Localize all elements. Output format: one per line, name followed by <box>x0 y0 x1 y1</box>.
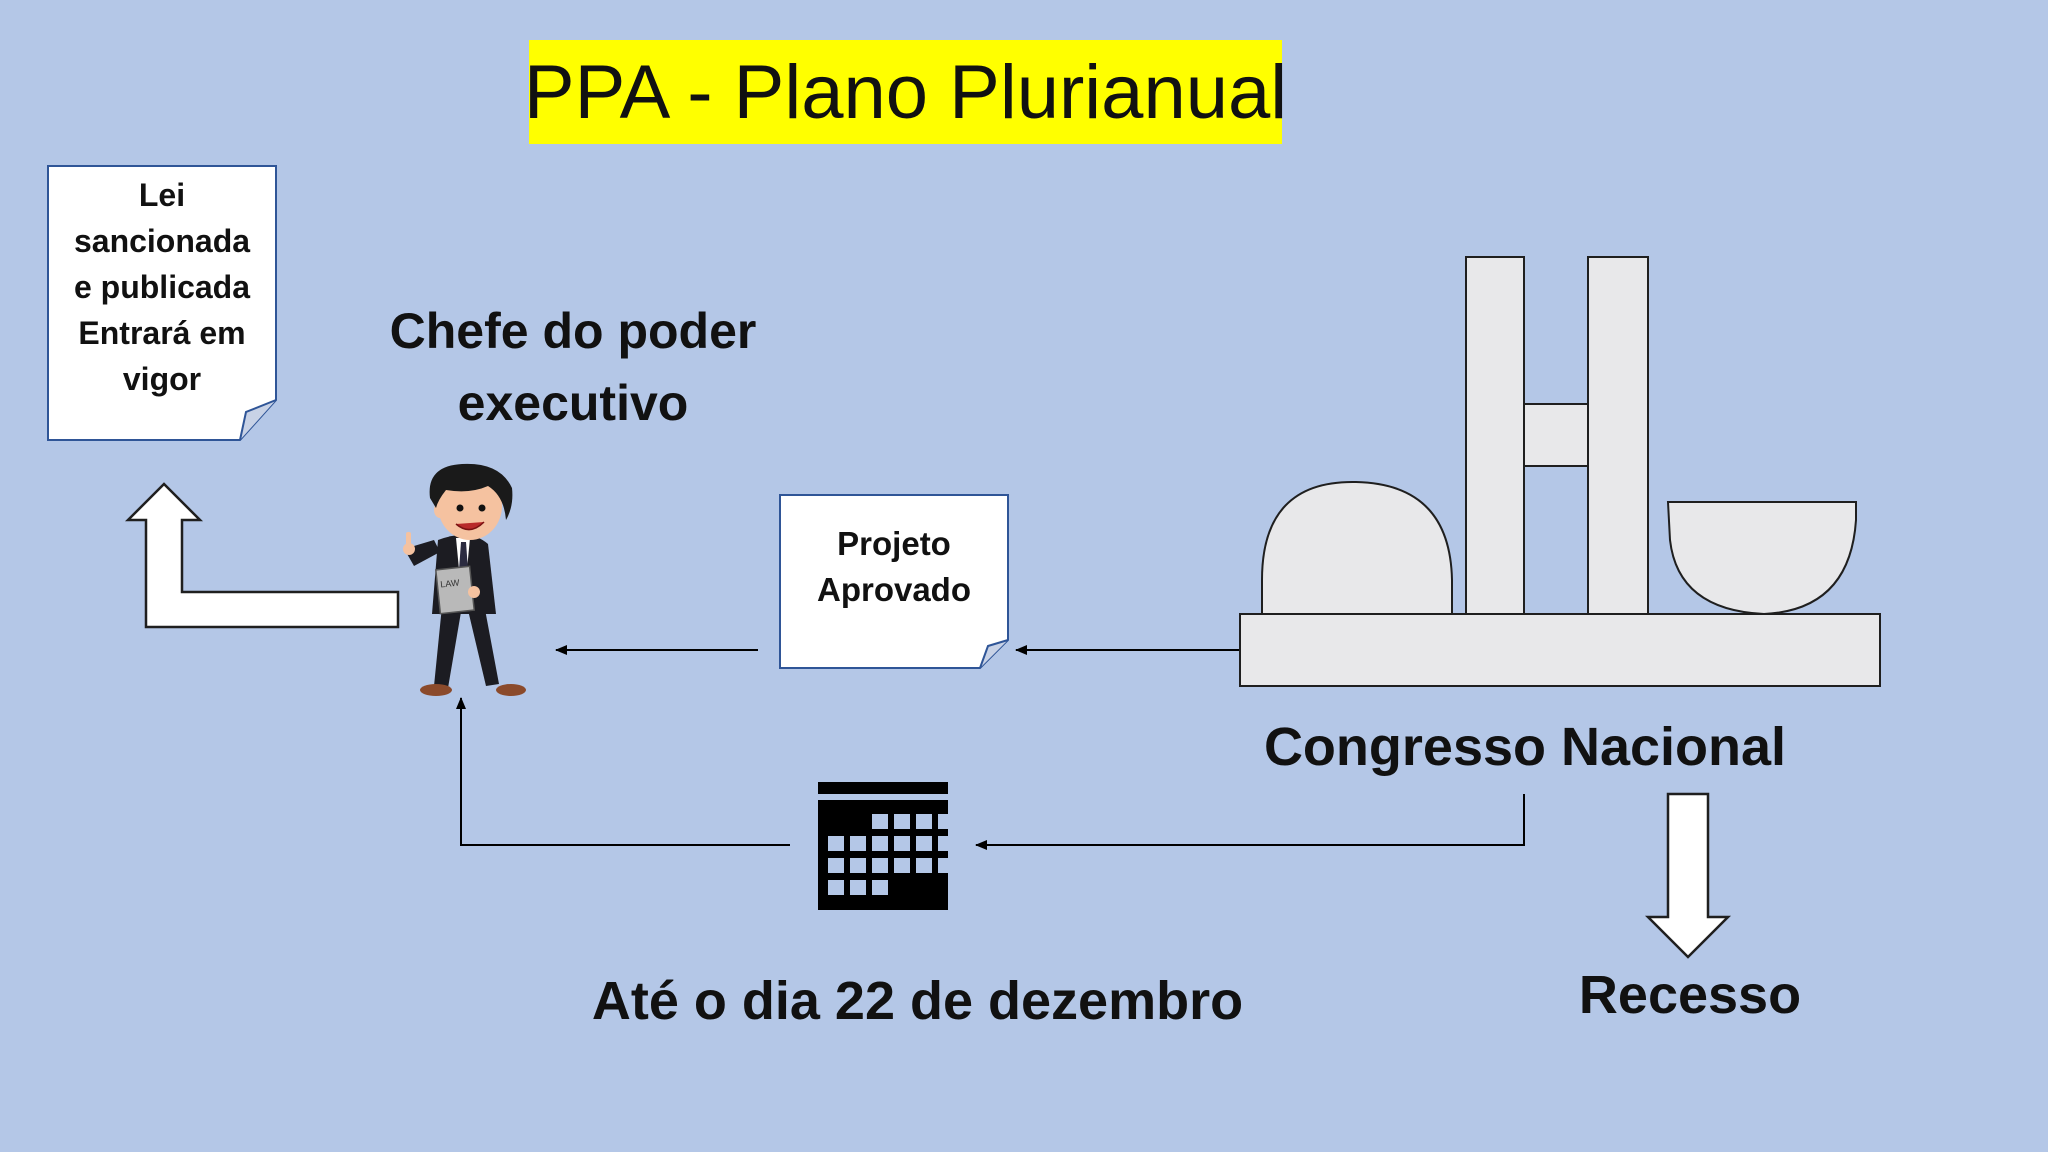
businessman-icon: LAW <box>403 463 526 696</box>
lei-line: e publicada <box>73 269 251 305</box>
calendar-day-cell <box>938 814 954 829</box>
up-turn-arrow-icon <box>124 482 400 629</box>
projeto-line2: Aprovado <box>816 571 971 608</box>
projeto-document-shape <box>779 494 1009 669</box>
congress-to-calendar-connector <box>975 794 1525 850</box>
lei-line: vigor <box>122 361 202 397</box>
calendar-day-cell <box>872 858 888 873</box>
calendar-day-cell <box>916 858 932 873</box>
page-title: PPA - Plano Plurianual <box>524 40 1287 144</box>
congress-label: Congresso Nacional <box>1263 717 1787 777</box>
calendar-day-cell <box>916 836 932 851</box>
lei-line: Lei <box>138 177 186 213</box>
calendar-day-cell <box>938 858 954 873</box>
projeto-line1: Projeto <box>837 525 951 562</box>
executive-label: Chefe do poder executivo <box>330 295 816 439</box>
lei-line: sancionada <box>73 223 251 259</box>
congress-building-icon <box>1239 256 1881 687</box>
calendar-icon <box>818 782 954 910</box>
calendar-day-cell <box>828 836 844 851</box>
recess-label: Recesso <box>1578 965 1802 1025</box>
calendar-day-cell <box>916 814 932 829</box>
lei-line: Entrará em <box>78 315 246 351</box>
down-arrow-icon <box>1644 792 1732 959</box>
book-label: LAW <box>440 577 461 589</box>
calendar-day-cell <box>938 836 954 851</box>
executive-label-line2: executivo <box>457 375 689 431</box>
calendar-day-cell <box>828 858 844 873</box>
calendar-day-cell <box>828 880 844 895</box>
calendar-day-cell <box>850 858 866 873</box>
calendar-to-executive-connector <box>456 697 790 846</box>
calendar-day-cell <box>850 836 866 851</box>
lei-document-shape <box>47 165 277 441</box>
projeto-document-text: Projeto Aprovado <box>780 521 1008 613</box>
calendar-day-cell <box>872 880 888 895</box>
calendar-day-cell <box>894 814 910 829</box>
calendar-header <box>818 782 948 794</box>
calendar-day-cell <box>894 858 910 873</box>
calendar-day-cell <box>872 814 888 829</box>
lei-document-text: Lei sancionada e publicada Entrará em vi… <box>48 172 276 402</box>
calendar-day-cell <box>850 880 866 895</box>
calendar-day-cell <box>894 836 910 851</box>
deadline-label: Até o dia 22 de dezembro <box>591 971 1244 1031</box>
executive-label-line1: Chefe do poder <box>389 303 757 359</box>
calendar-day-cell <box>872 836 888 851</box>
